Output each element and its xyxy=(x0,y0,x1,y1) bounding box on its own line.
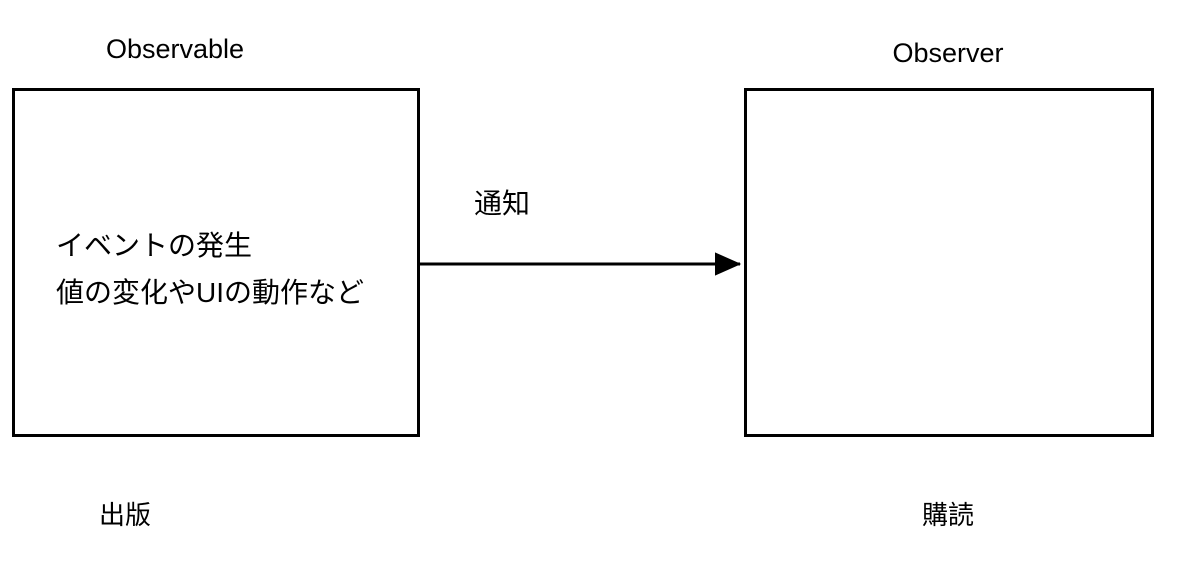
observable-title: Observable xyxy=(105,34,245,64)
observer-box xyxy=(744,88,1154,437)
observable-body-line-1: イベントの発生 xyxy=(56,230,253,261)
observable-box xyxy=(12,88,420,437)
notify-arrow-label: 通知 xyxy=(474,188,531,219)
observable-body-text: イベントの発生 値の変化やUIの動作など xyxy=(56,222,406,316)
observable-caption: 出版 xyxy=(98,500,151,530)
observer-caption: 購読 xyxy=(921,500,974,530)
observer-title: Observer xyxy=(892,38,1004,68)
observable-body-line-2: 値の変化やUIの動作など xyxy=(56,277,365,308)
